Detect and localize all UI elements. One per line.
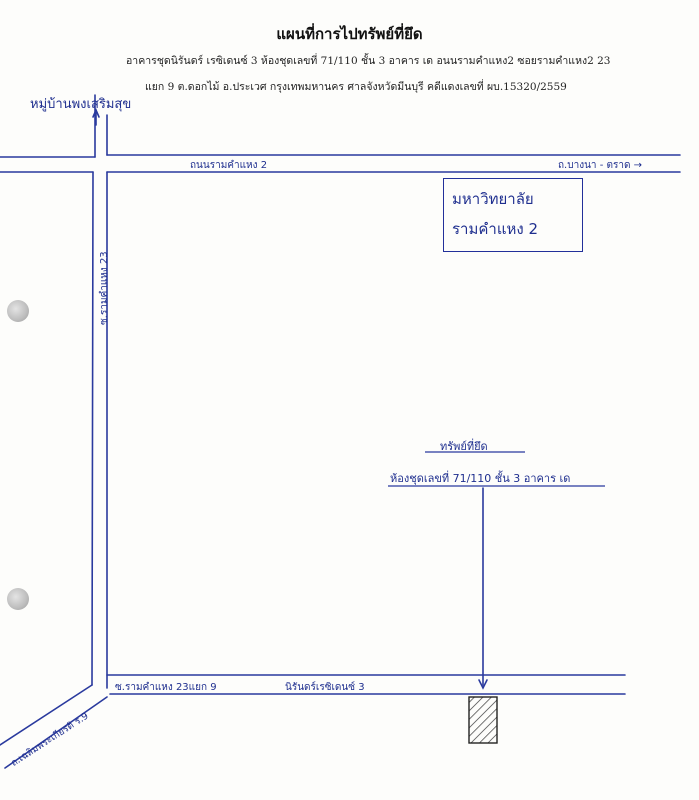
property-detail: ห้องชุดเลขที่ 71/110 ชั้น 3 อาคาร เด (390, 472, 571, 485)
soi-23-left-edge (91, 171, 94, 686)
soi-23-label: ซ.รามคำแหง 23 (99, 251, 110, 325)
diag-road-upper-edge (0, 684, 93, 746)
address-line-1: อาคารชุดนิรันดร์ เรซิเดนซ์ 3 ห้องชุดเลขท… (126, 55, 611, 67)
village-arrow (92, 107, 100, 118)
property-building-marker (468, 696, 498, 744)
property-pointer-arrow (478, 679, 488, 690)
village-label: หมู่บ้านพงเสริมสุข (30, 97, 132, 112)
property-label: ทรัพย์ที่ยึด (440, 440, 488, 453)
project-label: นิรันดร์เรซิเดนซ์ 3 (285, 682, 365, 693)
university-line-2: รามคำแหง 2 (452, 220, 539, 238)
soi-23-9-label: ซ.รามคำแหง 23แยก 9 (115, 682, 217, 693)
university-line-1: มหาวิทยาลัย (452, 190, 534, 208)
direction-label: ถ.บางนา - ตราด → (558, 160, 643, 171)
main-road-label: ถนนรามคำแหง 2 (190, 160, 268, 171)
university-box: มหาวิทยาลัย รามคำแหง 2 (443, 178, 583, 252)
punch-hole-top (7, 300, 29, 322)
address-line-2: แยก 9 ต.ดอกไม้ อ.ประเวศ กรุงเทพมหานคร ศา… (145, 81, 567, 93)
diag-road-lower-edge (4, 696, 108, 769)
punch-hole-bottom (7, 588, 29, 610)
map-title: แผนที่การไปทรัพย์ที่ยึด (276, 25, 423, 43)
